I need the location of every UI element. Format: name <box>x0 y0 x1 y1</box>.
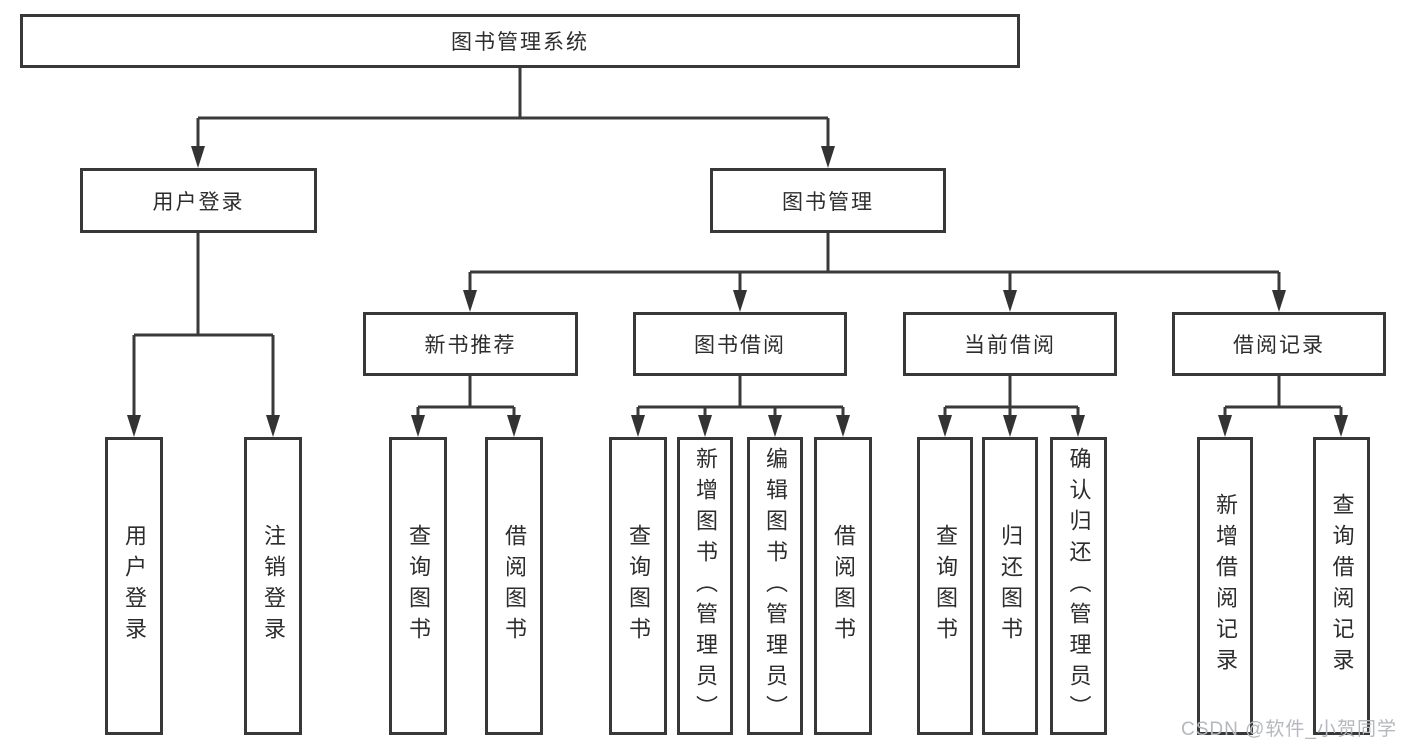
leaf-borrow-books: 借阅图书 <box>814 437 872 735</box>
leaf-label: 用户登录 <box>122 524 147 648</box>
leaf-return-books: 归还图书 <box>982 437 1038 735</box>
leaf-label: 归还图书 <box>998 524 1023 648</box>
node-user-login: 用户登录 <box>80 168 317 233</box>
leaf-label: 新增图书（管理员） <box>693 446 718 726</box>
leaf-add-books-admin: 新增图书（管理员） <box>677 437 733 735</box>
connector-userlogin-branch <box>127 233 280 437</box>
leaf-edit-books-admin: 编辑图书（管理员） <box>747 437 803 735</box>
leaf-borrow-books-recommend: 借阅图书 <box>485 437 543 735</box>
leaf-label: 查询图书 <box>933 524 958 648</box>
node-book-management: 图书管理 <box>710 168 946 233</box>
leaf-label: 编辑图书（管理员） <box>763 446 788 726</box>
connector-borrow-branch <box>631 376 850 437</box>
node-label: 图书管理 <box>782 190 874 214</box>
node-label: 用户登录 <box>152 190 245 214</box>
node-root-label: 图书管理系统 <box>451 31 589 54</box>
node-book-borrow: 图书借阅 <box>633 312 847 376</box>
node-label: 图书借阅 <box>694 334 786 357</box>
connector-newbooks-branch <box>411 376 521 437</box>
leaf-logout: 注销登录 <box>244 437 302 735</box>
connector-current-branch <box>938 376 1085 437</box>
node-label: 当前借阅 <box>964 334 1056 357</box>
leaf-label: 查询图书 <box>406 524 431 648</box>
leaf-label: 查询图书 <box>626 524 651 648</box>
node-current-borrow: 当前借阅 <box>903 312 1117 376</box>
node-root: 图书管理系统 <box>20 14 1020 68</box>
connector-root-to-level2 <box>191 68 835 168</box>
leaf-query-books-borrow: 查询图书 <box>609 437 667 735</box>
leaf-query-books-current: 查询图书 <box>917 437 973 735</box>
csdn-watermark: CSDN @软件_小贺同学 <box>1181 719 1397 740</box>
node-new-book-recommend: 新书推荐 <box>363 312 578 376</box>
leaf-label: 借阅图书 <box>502 524 527 648</box>
node-label: 新书推荐 <box>424 334 517 357</box>
connector-bookmgmt-branch <box>463 233 1286 312</box>
node-label: 借阅记录 <box>1233 334 1325 357</box>
leaf-label: 确认归还（管理员） <box>1066 446 1092 726</box>
leaf-user-login: 用户登录 <box>105 437 163 735</box>
node-borrow-records: 借阅记录 <box>1172 312 1386 376</box>
leaf-query-borrow-record: 查询借阅记录 <box>1313 437 1370 735</box>
leaf-query-books-recommend: 查询图书 <box>389 437 447 735</box>
leaf-label: 新增借阅记录 <box>1213 493 1238 679</box>
connector-records-branch <box>1218 376 1348 437</box>
leaf-confirm-return-admin: 确认归还（管理员） <box>1050 437 1107 735</box>
leaf-label: 借阅图书 <box>831 524 856 648</box>
leaf-label: 注销登录 <box>261 524 286 648</box>
leaf-add-borrow-record: 新增借阅记录 <box>1197 437 1253 735</box>
leaf-label: 查询借阅记录 <box>1329 493 1355 679</box>
